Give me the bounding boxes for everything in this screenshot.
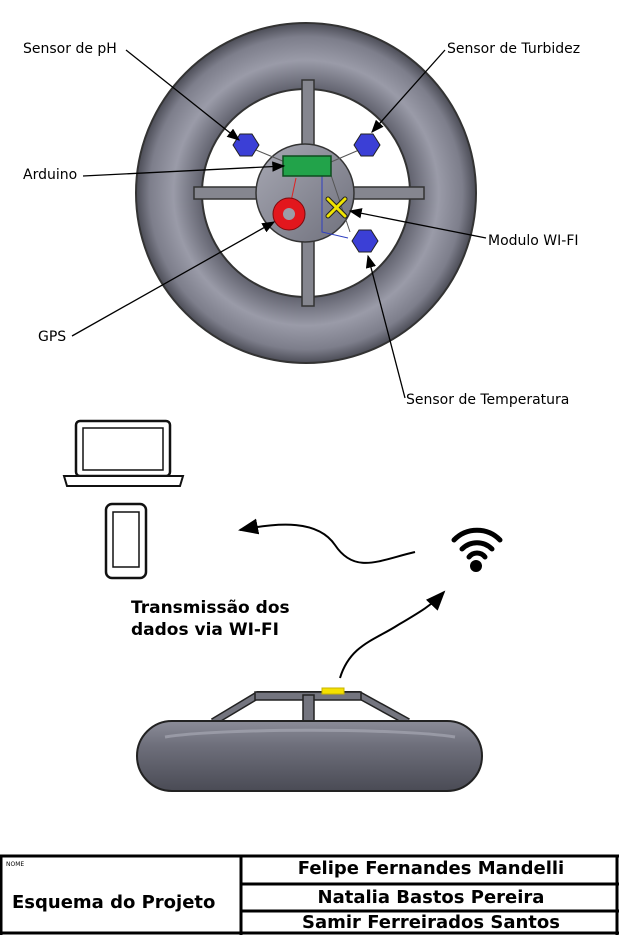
phone-icon (104, 502, 148, 580)
data-flow-arrow-to-devices (238, 518, 416, 564)
wifi-dot-icon (470, 560, 482, 572)
turbidity-sensor-label: Sensor de Turbidez (447, 41, 581, 57)
ph-sensor-label: Sensor de pH (23, 41, 117, 57)
float-side-view (136, 687, 483, 792)
wifi-module-label: Modulo WI-FI (488, 233, 579, 249)
caption-line-2: dados via WI-FI (131, 620, 279, 640)
turbidity-sensor-icon (353, 133, 381, 157)
label-leaders (71, 49, 487, 399)
project-title: Esquema do Projeto (12, 892, 216, 913)
laptop-icon (62, 419, 185, 487)
transmission-caption: Transmissão dos dados via WI-FI (131, 597, 290, 641)
wifi-signal-icon (451, 527, 503, 560)
antenna-icon (321, 687, 345, 695)
gps-label: GPS (38, 329, 67, 345)
arduino-label: Arduino (23, 167, 78, 183)
temperature-sensor-label: Sensor de Temperatura (406, 392, 570, 408)
data-flow-arrow-to-wifi (339, 590, 446, 679)
author-name-2: Natalia Bastos Pereira (317, 887, 545, 908)
gps-module-icon (272, 197, 306, 231)
author-name-1: Felipe Fernandes Mandelli (297, 858, 565, 879)
caption-line-1: Transmissão dos (131, 598, 290, 618)
author-name-3: Samir Ferreirados Santos (302, 912, 560, 933)
temperature-sensor-icon (351, 229, 379, 253)
arduino-board-icon (282, 155, 332, 177)
title-block-name-label: NOME (6, 861, 25, 868)
